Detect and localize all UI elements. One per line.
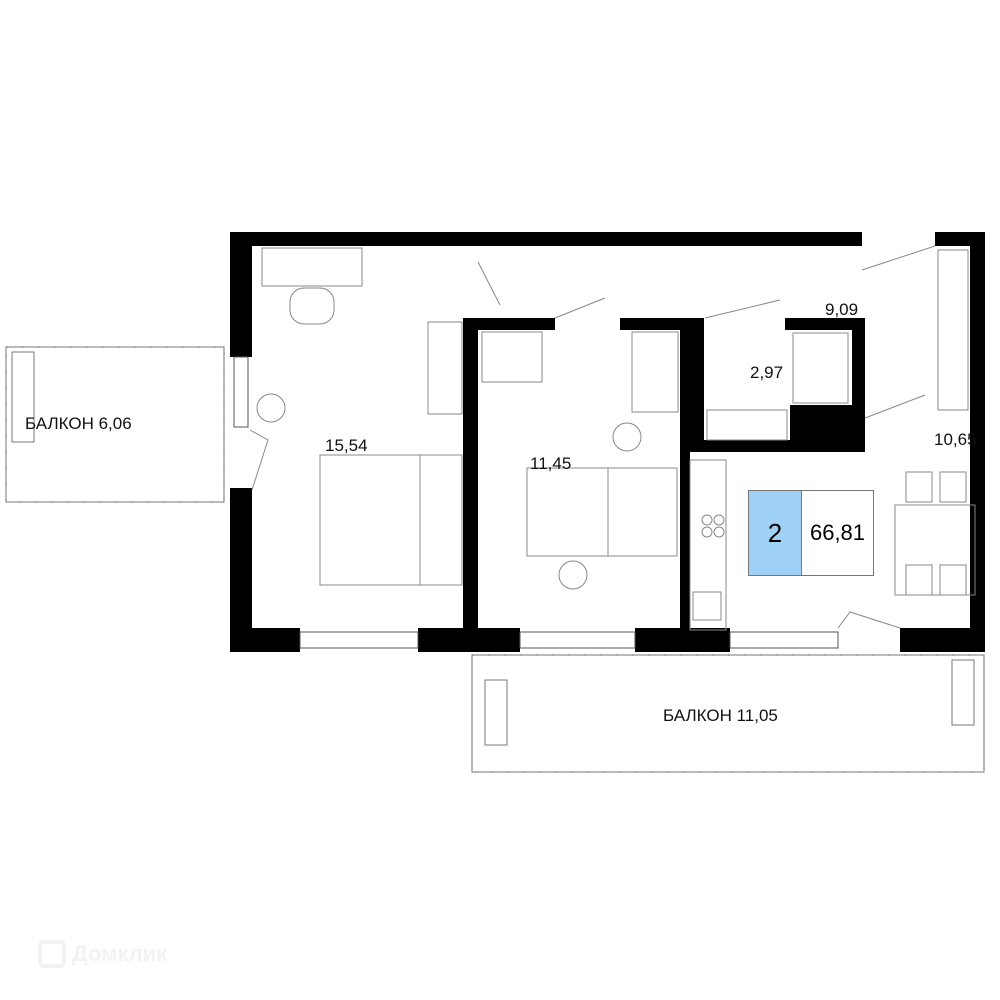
watermark-text: Домклик xyxy=(72,941,168,966)
room-label-bathroom: 2,97 xyxy=(750,363,784,382)
room-label-hallway: 9,09 xyxy=(825,300,859,319)
room-label-balcony-left: БАЛКОН 6,06 xyxy=(25,414,132,433)
watermark: Домклик xyxy=(38,940,167,968)
room-label-balcony-bottom: БАЛКОН 11,05 xyxy=(663,706,778,725)
room-label-bedroom-2: 11,45 xyxy=(530,454,572,473)
room-label-kitchen: 10,65 xyxy=(934,430,977,449)
walls xyxy=(230,232,985,652)
balcony-furniture xyxy=(11,351,35,443)
furniture xyxy=(249,245,976,631)
apartment-badge: 2 66,81 xyxy=(748,490,874,576)
total-area: 66,81 xyxy=(809,520,866,545)
house-logo-icon xyxy=(38,940,66,968)
room-label-bedroom-1: 15,54 xyxy=(325,436,368,455)
rooms-count: 2 xyxy=(749,491,802,575)
windows xyxy=(233,356,839,649)
